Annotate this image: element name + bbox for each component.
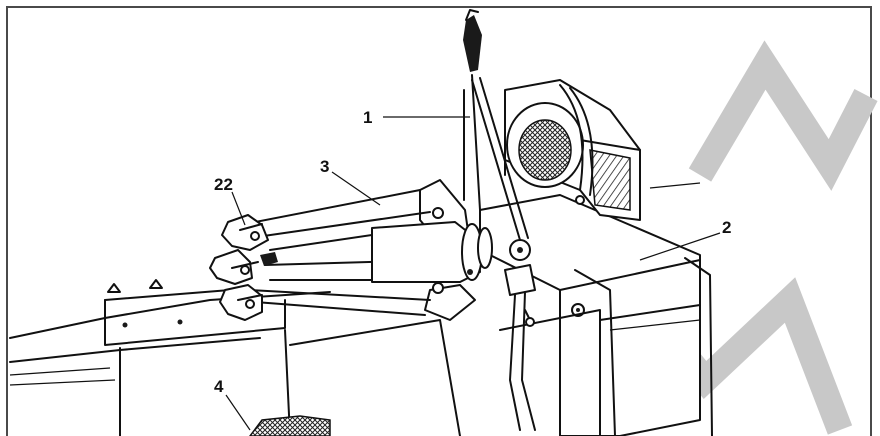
clamp-jaws — [209, 214, 278, 321]
motor-unit — [504, 79, 701, 221]
callout-3: 3 — [320, 157, 329, 176]
foot-pedal-mesh — [249, 415, 331, 436]
leader-line-4 — [225, 394, 251, 431]
drive-housing — [371, 221, 493, 283]
leader-line-3 — [331, 171, 381, 206]
upright-rods — [463, 9, 536, 431]
leader-line-22 — [231, 191, 246, 226]
leader-lines — [225, 116, 721, 431]
leader-line-2 — [639, 232, 721, 261]
watermark-stroke-top — [688, 40, 878, 191]
callout-4: 4 — [214, 377, 224, 396]
base-platform — [9, 279, 461, 436]
callout-22: 22 — [214, 175, 233, 194]
callout-2: 2 — [722, 218, 731, 237]
callout-1: 1 — [363, 108, 372, 127]
